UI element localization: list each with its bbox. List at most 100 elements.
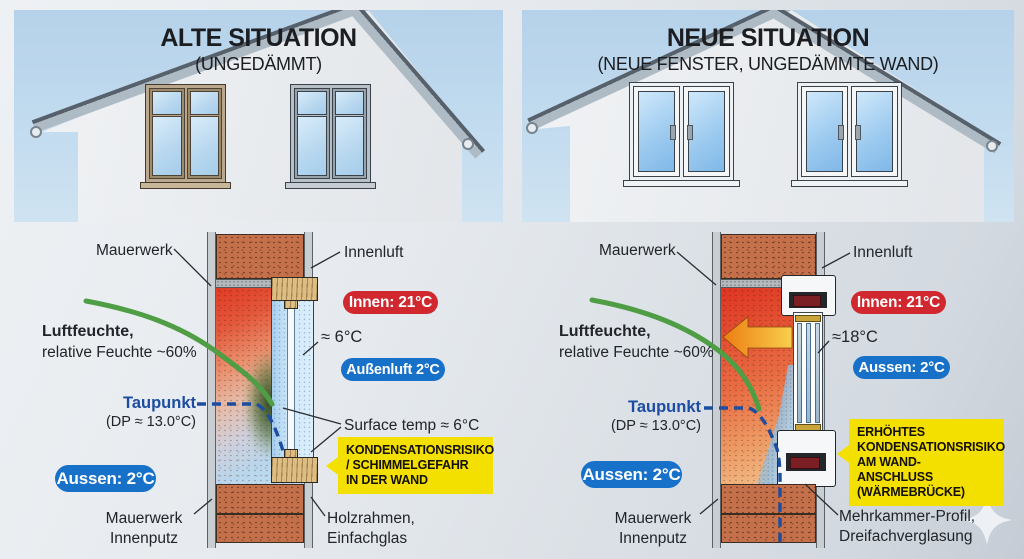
glass-pane <box>815 323 820 423</box>
window-handle-icon <box>855 124 861 140</box>
new-facade-panel: NEUE SITUATION (NEUE FENSTER, UNGEDÄMMTE… <box>522 10 1014 222</box>
new-taupunkt-block: Taupunkt (DP ≈ 13.0°C) <box>565 398 701 436</box>
glass-pane <box>806 323 811 423</box>
new-window-type-label: Mehrkammer-Profil, Dreifachverglasung <box>839 507 975 547</box>
old-surface-temp-label: Surface temp ≈ 6°C <box>344 417 480 434</box>
new-triple-glazing <box>793 312 823 434</box>
new-mauerwerk-label: Mauerwerk <box>599 242 676 259</box>
new-glass-temp-label: ≈18°C <box>832 328 878 346</box>
warning-arrow-icon <box>326 457 338 475</box>
old-taupunkt-label: Taupunkt <box>122 394 196 412</box>
new-frame-profile-bottom <box>777 430 836 487</box>
old-glass-temp-label: ≈ 6°C <box>321 328 363 346</box>
new-warning-line1: ERHÖHTES <box>857 425 925 439</box>
new-outside-temp-pill: Aussen: 2°C <box>581 461 682 488</box>
new-plaster-band <box>721 279 816 288</box>
window-pane <box>638 91 675 172</box>
old-wood-window <box>145 84 226 183</box>
mortar-joint <box>722 513 815 515</box>
old-innenluft-pointer <box>310 251 341 269</box>
old-indoor-temp-pill: Innen: 21°C <box>343 291 438 314</box>
new-warning-line3: AM WAND-ANSCHLUSS <box>857 455 933 484</box>
window-pane <box>688 91 725 172</box>
profile-gasket <box>790 457 820 469</box>
new-panel-subtitle: (NEUE FENSTER, UNGEDÄMMTE WAND) <box>597 54 939 74</box>
old-brick-bottom <box>216 484 304 543</box>
window-casement <box>186 88 222 179</box>
old-wood-frame-top <box>271 277 318 301</box>
window-casement <box>801 86 848 177</box>
old-outside-temp-pill: Aussen: 2°C <box>55 465 156 492</box>
window-casement <box>633 86 680 177</box>
old-single-glass-pane <box>287 302 295 456</box>
old-warning-line2: / SCHIMMELGEFAHR <box>346 458 469 472</box>
window-handle-icon <box>687 124 693 140</box>
old-mauerwerk-pointer <box>173 248 212 287</box>
window-pane <box>297 115 327 177</box>
warning-arrow-icon <box>837 445 849 463</box>
old-wall-bottom-line1: Mauerwerk <box>105 510 183 527</box>
glass-pane <box>797 323 802 423</box>
old-humidity-label: Luftfeuchte, relative Feuchte ~60% <box>42 322 197 363</box>
glazing-spacer <box>795 315 821 322</box>
new-innenluft-pointer <box>821 252 851 269</box>
window-casement <box>294 88 330 179</box>
new-indoor-temp-pill: Innen: 21°C <box>851 291 946 314</box>
old-window-type-line1: Holzrahmen, <box>327 510 415 527</box>
old-humidity-label-line2: relative Feuchte ~60% <box>42 343 197 361</box>
window-handle-icon <box>670 124 676 140</box>
new-gutter-left-icon <box>526 122 538 134</box>
window-casement <box>149 88 185 179</box>
old-dew-point-value: (DP ≈ 13.0°C) <box>105 414 196 430</box>
new-frame-profile-top <box>781 275 836 316</box>
new-brick-bottom <box>721 484 816 543</box>
old-wood-frame-bottom <box>271 457 318 483</box>
old-gutter-right-icon <box>462 138 474 150</box>
window-pane <box>334 91 364 115</box>
old-facade-panel: ALTE SITUATION (UNGEDÄMMT) <box>14 10 503 222</box>
old-glass-rebate-top <box>284 300 298 309</box>
new-warning-line2: KONDENSATIONSRISIKO <box>857 440 1006 454</box>
old-window-type-line2: Einfachglas <box>327 530 408 548</box>
old-humidity-label-line1: Luftfeuchte, <box>42 323 134 340</box>
old-taupunkt-block: Taupunkt (DP ≈ 13.0°C) <box>60 394 196 432</box>
new-wall-bottom-label: Mauerwerk Innenputz <box>602 509 704 549</box>
new-warning-box: ERHÖHTES KONDENSATIONSRISIKO AM WAND-ANS… <box>837 419 1006 506</box>
old-grey-window <box>290 84 371 183</box>
old-outer-plaster-strip <box>207 232 216 548</box>
window-pane <box>334 115 364 177</box>
old-panel-title: ALTE SITUATION <box>160 24 357 52</box>
old-surface-temp-pointer-2 <box>310 426 342 453</box>
window-pane <box>189 115 219 177</box>
new-humidity-label-line1: Luftfeuchte, <box>559 323 651 340</box>
new-white-window-right <box>797 82 902 181</box>
new-window-sill <box>791 180 908 187</box>
old-panel-subtitle: (UNGEDÄMMT) <box>195 54 322 74</box>
window-pane <box>189 91 219 115</box>
window-handle-icon <box>838 124 844 140</box>
new-white-window-left <box>629 82 734 181</box>
window-pane <box>152 91 182 115</box>
new-warning-line4: (WÄRMEBRÜCKE) <box>857 485 965 499</box>
old-warning-line1: KONDENSATIONSRISIKO <box>346 443 495 457</box>
new-panel-title: NEUE SITUATION <box>666 24 870 52</box>
new-taupunkt-label: Taupunkt <box>627 398 701 416</box>
window-casement <box>331 88 367 179</box>
new-window-sill <box>623 180 740 187</box>
old-wall-bottom-label: Mauerwerk Innenputz <box>93 509 195 549</box>
new-brick-top <box>721 234 816 279</box>
old-holzrahmen-pointer <box>310 496 326 517</box>
window-casement <box>851 86 898 177</box>
new-humidity-label-line2: relative Feuchte ~60% <box>559 343 714 361</box>
new-window-type-line1: Mehrkammer-Profil, <box>839 508 976 525</box>
window-casement <box>683 86 730 177</box>
window-pane <box>297 91 327 115</box>
old-grey-window-sill <box>285 182 376 189</box>
new-innenluft-label: Innenluft <box>853 244 913 261</box>
new-wall-bottom-line2: Innenputz <box>618 530 688 548</box>
old-gutter-left-icon <box>30 126 42 138</box>
new-window-type-line2: Dreifachverglasung <box>839 528 973 546</box>
new-mauerwerk-pointer <box>676 251 717 286</box>
window-pane <box>152 115 182 177</box>
old-outdoor-air-pill: Außenluft 2°C <box>341 358 445 381</box>
